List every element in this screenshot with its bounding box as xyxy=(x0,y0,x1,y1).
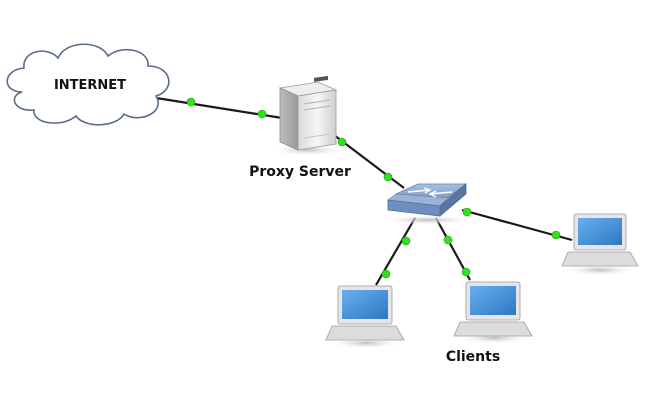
connector-dot xyxy=(257,109,267,119)
client-laptop-left xyxy=(325,285,405,349)
link-connectors xyxy=(186,97,561,279)
cloud-icon xyxy=(6,43,170,126)
internet-label: INTERNET xyxy=(54,78,126,93)
network-links xyxy=(149,95,573,286)
connector-dot xyxy=(461,267,471,277)
server-tower-icon xyxy=(270,75,346,156)
proxy-server: Proxy Server xyxy=(249,75,351,180)
connector-dot xyxy=(443,235,453,245)
client-laptop-middle xyxy=(453,281,533,344)
laptop-icon xyxy=(325,285,405,349)
network-switch xyxy=(380,183,476,225)
connector-dot xyxy=(551,230,561,240)
connector-dot xyxy=(381,269,391,279)
connector-dot xyxy=(186,97,196,107)
clients-label: Clients xyxy=(446,349,500,365)
internet-cloud: INTERNET xyxy=(6,43,170,126)
laptop-icon xyxy=(561,213,639,276)
client-laptop-right xyxy=(561,213,639,276)
connector-dot xyxy=(401,236,411,246)
proxy-server-label: Proxy Server xyxy=(249,164,351,180)
connector-dot xyxy=(462,207,472,217)
connector-dot xyxy=(337,137,347,147)
laptop-icon xyxy=(453,281,533,344)
network-switch-icon xyxy=(380,183,476,225)
connector-dot xyxy=(383,172,393,182)
